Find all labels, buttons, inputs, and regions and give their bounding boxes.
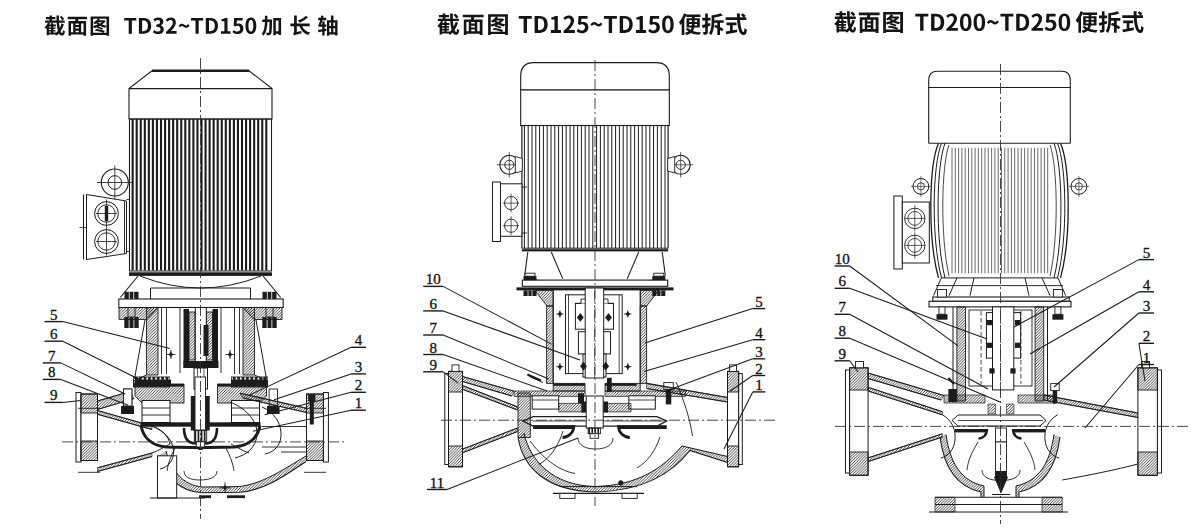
svg-text:2: 2 xyxy=(755,361,763,377)
svg-text:9: 9 xyxy=(838,346,846,362)
svg-text:3: 3 xyxy=(1143,298,1151,314)
svg-text:7: 7 xyxy=(48,348,56,364)
svg-text:2: 2 xyxy=(1143,328,1151,344)
svg-text:9: 9 xyxy=(429,357,437,373)
svg-text:8: 8 xyxy=(48,364,56,380)
svg-text:1: 1 xyxy=(355,395,363,411)
svg-text:7: 7 xyxy=(429,320,437,336)
svg-text:4: 4 xyxy=(755,325,763,341)
svg-text:1: 1 xyxy=(1143,350,1151,366)
svg-text:8: 8 xyxy=(429,340,437,356)
svg-text:9: 9 xyxy=(50,387,58,403)
svg-text:5: 5 xyxy=(1143,245,1151,261)
svg-text:10: 10 xyxy=(426,271,441,287)
svg-text:6: 6 xyxy=(838,273,846,289)
svg-text:10: 10 xyxy=(835,251,850,267)
svg-text:4: 4 xyxy=(1143,277,1151,293)
svg-text:5: 5 xyxy=(755,294,763,310)
svg-text:6: 6 xyxy=(429,296,437,312)
svg-text:6: 6 xyxy=(50,326,58,342)
svg-text:2: 2 xyxy=(355,377,363,393)
svg-text:3: 3 xyxy=(755,344,763,360)
svg-text:7: 7 xyxy=(838,299,846,315)
svg-text:1: 1 xyxy=(755,377,763,393)
svg-text:4: 4 xyxy=(355,332,363,348)
svg-text:11: 11 xyxy=(430,475,444,491)
svg-text:5: 5 xyxy=(50,307,58,323)
svg-text:3: 3 xyxy=(355,359,363,375)
svg-text:8: 8 xyxy=(838,323,846,339)
